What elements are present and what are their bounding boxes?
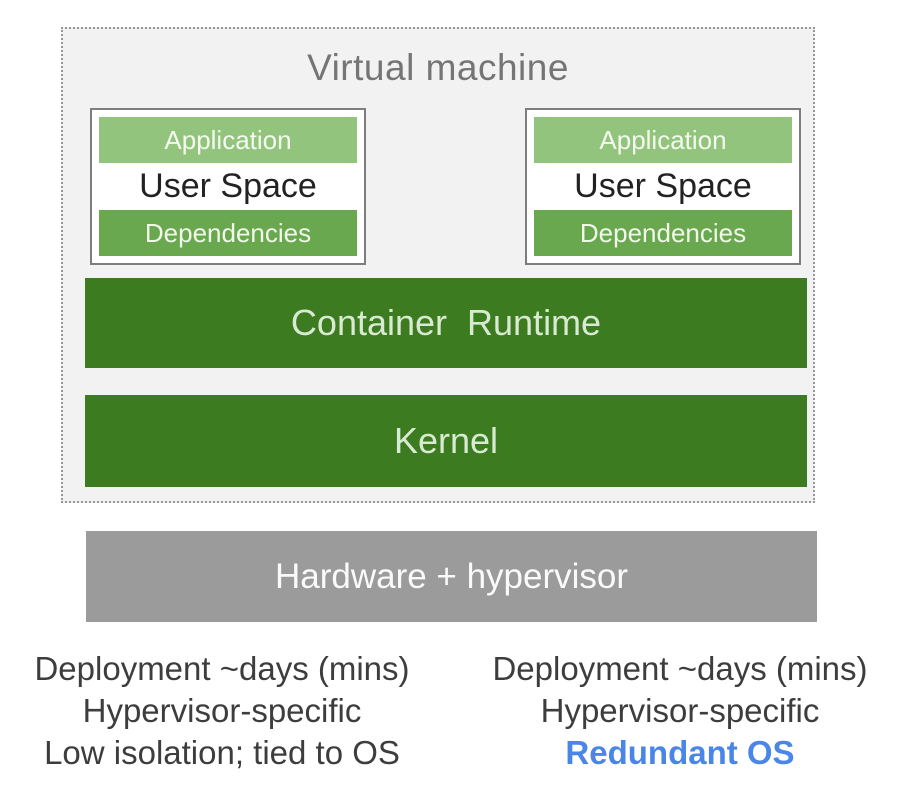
- kernel-label: Kernel: [393, 420, 499, 461]
- dependencies-bar-left: Dependencies: [99, 210, 357, 256]
- note-deployment-left: Deployment ~days (mins): [34, 650, 410, 687]
- user-space-card-left: Application User Space Dependencies: [90, 108, 366, 265]
- user-space-label-right: User Space: [534, 163, 792, 210]
- virtual-machine-box: Virtual machine Application User Space D…: [61, 27, 815, 503]
- note-redundant-os: Redundant OS: [565, 734, 795, 771]
- hardware-hypervisor-label: Hardware + hypervisor: [274, 556, 629, 596]
- container-runtime-bar: Container Runtime: [85, 278, 807, 368]
- note-hypervisor-right: Hypervisor-specific: [540, 692, 820, 729]
- dependencies-label: Dependencies: [144, 217, 312, 248]
- user-space-label-left: User Space: [99, 163, 357, 210]
- container-runtime-label: Container Runtime: [290, 302, 602, 343]
- application-label: Application: [164, 124, 292, 155]
- notes-left-column: Deployment ~days (mins) Hypervisor-speci…: [22, 648, 422, 774]
- hardware-hypervisor-bar: Hardware + hypervisor: [86, 531, 817, 622]
- note-deployment-right: Deployment ~days (mins): [492, 650, 868, 687]
- dependencies-bar-right: Dependencies: [534, 210, 792, 256]
- notes-right-column: Deployment ~days (mins) Hypervisor-speci…: [480, 648, 880, 774]
- annotation-columns: Deployment ~days (mins) Hypervisor-speci…: [0, 648, 898, 774]
- kernel-bar: Kernel: [85, 395, 807, 487]
- application-label: Application: [599, 124, 727, 155]
- user-space-card-right: Application User Space Dependencies: [525, 108, 801, 265]
- note-isolation-left: Low isolation; tied to OS: [44, 734, 400, 771]
- application-bar-left: Application: [99, 117, 357, 163]
- dependencies-label: Dependencies: [579, 217, 747, 248]
- application-bar-right: Application: [534, 117, 792, 163]
- note-hypervisor-left: Hypervisor-specific: [82, 692, 362, 729]
- virtual-machine-title: Virtual machine: [307, 47, 569, 88]
